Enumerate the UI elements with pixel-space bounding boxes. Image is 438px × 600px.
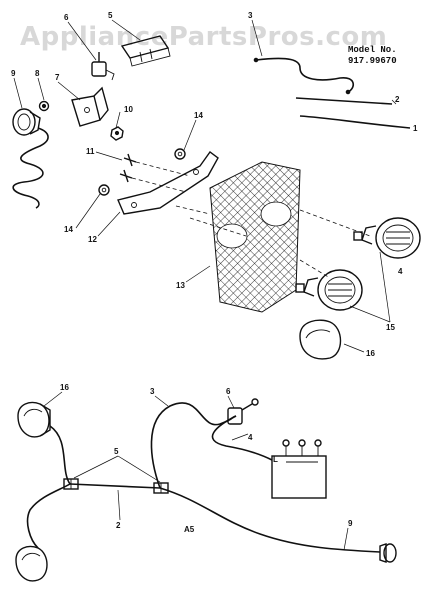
part-6-switch [91,52,115,81]
harness-lamp-lower [15,545,48,582]
callout-7: 7 [55,73,60,82]
callout-11: 11 [86,147,95,156]
callout-8: 8 [35,69,40,78]
harness-wire-4 [211,415,273,461]
part-10-nut [110,126,124,141]
connector-a [63,478,79,490]
part-5-connector [120,35,171,67]
part-1-wire [299,115,411,129]
part-14-washer-b [98,184,110,196]
part-13-mesh-grille [209,161,301,313]
callout-3: 3 [248,11,253,20]
callout-4-lower: 4 [248,433,253,442]
callout-5-lower: 5 [114,447,119,456]
callout-6: 6 [64,13,69,22]
harness-switch [227,398,259,425]
part-9-lamp [12,108,49,209]
part-11-screws [119,153,191,193]
callout-14-b: 14 [64,225,73,234]
harness-wire-2 [26,425,72,549]
callout-6-lower: 6 [226,387,231,396]
part-14-washer-a [174,148,186,160]
callout-14-a: 14 [194,111,203,120]
junction-letter: L [273,455,278,464]
callout-13: 13 [176,281,185,290]
part-16-lens-cover [299,319,342,360]
model-number: 917.99670 [348,56,397,66]
junction-box [271,439,327,499]
callout-16: 16 [366,349,375,358]
callout-9: 9 [11,69,16,78]
harness-tail-lamp [379,543,397,563]
part-3-wire [255,57,355,93]
callout-2: 2 [395,95,400,104]
part-2-wire [295,97,393,105]
callout-15: 15 [386,323,395,332]
callout-2-lower: 2 [116,521,121,530]
callout-9-lower: 9 [348,519,353,528]
harness-lamp-upper [17,401,51,438]
callout-12: 12 [88,235,97,244]
part-4-headlamp [353,217,421,259]
part-7-bracket [71,86,109,127]
watermark: AppliancePartsPros.com [20,22,387,52]
callout-5: 5 [108,11,113,20]
callout-10: 10 [124,105,133,114]
callout-1: 1 [413,124,418,133]
part-15-headlamp [295,269,363,311]
callout-4: 4 [398,267,403,276]
callout-16-lower: 16 [60,383,69,392]
connector-b [153,482,169,494]
part-12-mounting-bracket [117,151,219,215]
callout-3-lower: 3 [150,387,155,396]
model-label: Model No. [348,45,397,55]
subassembly-label: A5 [184,525,195,534]
part-8-grommet [38,100,50,112]
